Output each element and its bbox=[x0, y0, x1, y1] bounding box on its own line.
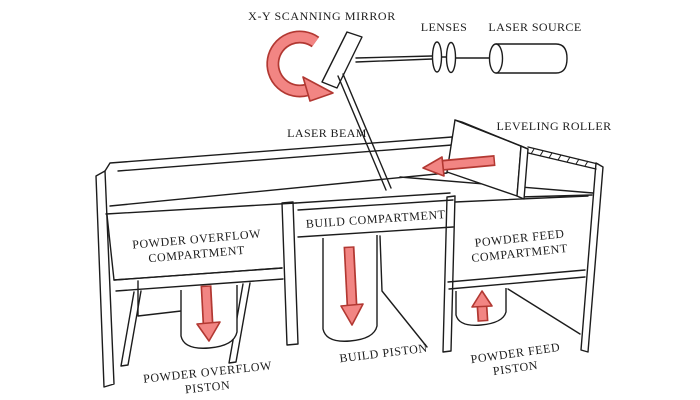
laser-apparatus bbox=[321, 31, 568, 191]
build-band bbox=[297, 199, 454, 238]
left-post bbox=[95, 170, 115, 388]
laser-source-body bbox=[495, 43, 568, 74]
lens-2 bbox=[445, 41, 457, 74]
build-band-topedge bbox=[295, 192, 451, 204]
lens-1 bbox=[431, 41, 443, 73]
apron-top-left bbox=[105, 202, 297, 215]
right-backwall-hatching bbox=[530, 148, 589, 167]
label-overflow-piston-2: PISTON bbox=[184, 378, 231, 397]
laser-beam-horizontal bbox=[355, 55, 491, 63]
label-build-piston: BUILD PISTON bbox=[339, 341, 429, 366]
back-rail-top bbox=[104, 136, 453, 172]
mirror-rotation-arrow bbox=[266, 30, 334, 102]
label-feed-piston-2: PISTON bbox=[492, 358, 539, 378]
label-laser-beam: LASER BEAM bbox=[287, 126, 367, 140]
right-wall-bottom bbox=[518, 194, 593, 198]
machine-body bbox=[95, 136, 604, 388]
mirror-arrow-body bbox=[268, 32, 319, 96]
laser-beam-down bbox=[337, 73, 392, 191]
overflow-arrow-body bbox=[202, 286, 212, 325]
build-inner-wall bbox=[379, 235, 428, 348]
label-lenses: LENSES bbox=[421, 20, 467, 34]
table-back-edge bbox=[109, 172, 448, 207]
feed-arrow-head bbox=[471, 290, 493, 308]
build-arrow-head bbox=[340, 303, 364, 326]
feed-panel-bottom bbox=[447, 269, 586, 290]
roller-top bbox=[454, 119, 529, 150]
label-scanning-mirror: X-Y SCANNING MIRROR bbox=[248, 9, 396, 23]
feed-brace bbox=[507, 288, 581, 335]
right-post bbox=[580, 162, 604, 353]
laser-source-cap bbox=[488, 43, 504, 74]
overflow-arrow-head bbox=[196, 321, 221, 342]
roller-arrow-body bbox=[440, 156, 494, 170]
overflow-shelf bbox=[113, 267, 284, 292]
roller-direction-arrow bbox=[422, 155, 496, 177]
build-arrow-body bbox=[345, 247, 356, 307]
feed-arrow-body bbox=[478, 305, 487, 321]
right-backwall-top bbox=[523, 146, 599, 170]
feed-panel-top bbox=[454, 195, 589, 203]
left-inner-leg bbox=[120, 290, 142, 367]
undershelf-lines bbox=[137, 280, 182, 317]
feed-piston-arrow bbox=[471, 290, 493, 322]
label-leveling-roller: LEVELING ROLLER bbox=[497, 119, 612, 133]
roller-arrow-head bbox=[422, 156, 445, 177]
post-build-feed bbox=[442, 195, 456, 353]
overflow-piston-arrow bbox=[196, 285, 221, 342]
label-laser-source: LASER SOURCE bbox=[488, 20, 581, 34]
mirror-arrow-head bbox=[302, 76, 334, 102]
build-piston-arrow bbox=[340, 246, 364, 326]
label-build-compartment: BUILD COMPARTMENT bbox=[305, 207, 446, 231]
scanning-mirror bbox=[321, 31, 363, 89]
back-rail-bottom bbox=[117, 144, 453, 172]
post-overflow-build bbox=[281, 201, 299, 346]
